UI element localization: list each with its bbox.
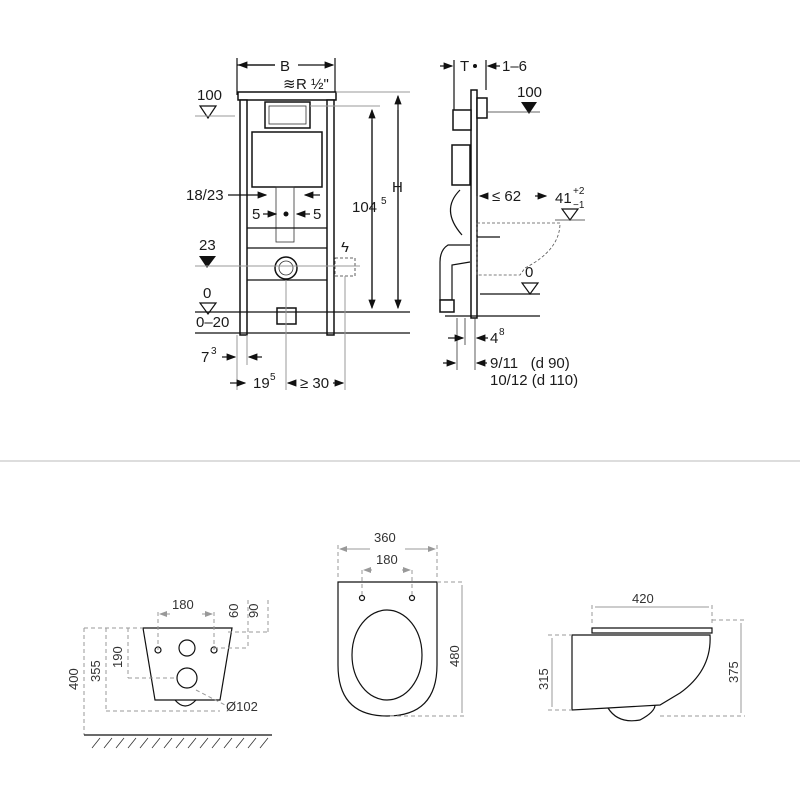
height-label: H bbox=[392, 179, 403, 196]
bowl-front-view: 180 60 90 400 355 190 Ø102 bbox=[66, 597, 272, 749]
dim-4-sup: 8 bbox=[499, 327, 505, 338]
drain-outlet bbox=[274, 256, 298, 280]
bowl-side-view: 420 315 375 bbox=[536, 591, 745, 722]
power-icon: ϟ bbox=[341, 239, 349, 256]
height-104-label: 104 bbox=[352, 199, 377, 216]
bowl-top-360: 360 bbox=[374, 530, 396, 545]
side-level-0-label: 0 bbox=[525, 264, 533, 281]
bowl-side-375: 375 bbox=[726, 661, 741, 683]
dim-19-label: 19 bbox=[253, 375, 270, 392]
bowl-side-315: 315 bbox=[536, 668, 551, 690]
level-41-label: 41 bbox=[555, 190, 572, 207]
bowl-front-outline bbox=[142, 627, 233, 701]
water-icon: ≋ bbox=[283, 76, 296, 93]
bowl-side-420: 420 bbox=[632, 591, 654, 606]
side-frame bbox=[470, 89, 478, 319]
depth-label: T bbox=[460, 58, 469, 75]
dim-7-sup: 3 bbox=[211, 346, 217, 357]
bowl-front-190: 190 bbox=[110, 646, 125, 668]
bowl-top-view: 360 180 480 bbox=[337, 530, 465, 717]
label-5-left: 5 bbox=[252, 206, 260, 223]
dim-62-label: ≤ 62 bbox=[492, 188, 521, 205]
dim-7-label: 7 bbox=[201, 349, 209, 366]
bowl-front-180: 180 bbox=[172, 597, 194, 612]
height-104-sup: 5 bbox=[381, 196, 387, 207]
bowl-front-355: 355 bbox=[88, 660, 103, 682]
frame-leg-left bbox=[239, 99, 248, 336]
water-connection-label: R ½" bbox=[296, 76, 329, 93]
cistern bbox=[251, 131, 323, 188]
power-box bbox=[334, 257, 356, 277]
bowl-outline bbox=[476, 222, 561, 276]
dim-30-label: ≥ 30 bbox=[300, 375, 329, 392]
dim-10-12-label: 10/12 (d 110) bbox=[490, 372, 578, 389]
frame-leg-right bbox=[326, 99, 335, 336]
dim-4-label: 4 bbox=[490, 330, 498, 347]
frame-top bbox=[237, 91, 337, 101]
bowl-side-outline bbox=[571, 634, 711, 711]
bowl-front-90: 90 bbox=[246, 604, 261, 618]
bowl-front-400: 400 bbox=[66, 668, 81, 690]
bowl-front-d102: Ø102 bbox=[226, 699, 258, 714]
side-view: T 1–6 100 ≤ 62 41 +2 −1 0 4 8 9/11 (d 90… bbox=[439, 58, 585, 389]
level-0-label: 0 bbox=[203, 285, 211, 302]
level-41-sub: −1 bbox=[573, 200, 585, 211]
dim-9-11-label: 9/11 (d 90) bbox=[490, 355, 570, 372]
side-level-100-label: 100 bbox=[517, 84, 542, 101]
floor-hatch bbox=[91, 737, 269, 749]
seat-lid bbox=[591, 627, 713, 634]
level-0-20-label: 0–20 bbox=[196, 314, 229, 331]
level-41-sup: +2 bbox=[573, 186, 585, 197]
dim-1-6-label: 1–6 bbox=[502, 58, 527, 75]
label-5-right: 5 bbox=[313, 206, 321, 223]
front-view: B R ½" ≋ ϟ 100 104 5 H 18/23 5 5 23 bbox=[186, 58, 410, 392]
bowl-top-480: 480 bbox=[447, 645, 462, 667]
bowl-front-60: 60 bbox=[226, 604, 241, 618]
bowl-top-outline bbox=[337, 581, 438, 717]
width-label: B bbox=[280, 58, 290, 75]
bowl-top-180: 180 bbox=[376, 552, 398, 567]
level-23-label: 23 bbox=[199, 237, 216, 254]
level-100-label: 100 bbox=[197, 87, 222, 104]
dim-19-sup: 5 bbox=[270, 372, 276, 383]
label-18-23: 18/23 bbox=[186, 187, 224, 204]
